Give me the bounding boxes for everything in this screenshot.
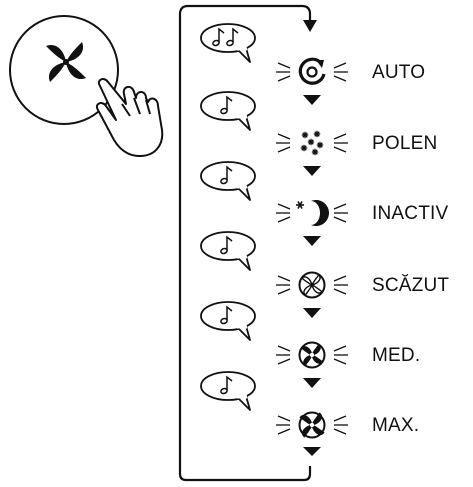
mode-row [200,161,348,246]
beep-bubble [200,161,256,201]
pressing-hand-icon [96,78,164,157]
music-note-icon [220,375,233,395]
mode-label: MAX. [372,415,420,436]
beep-bubble [200,91,256,131]
mode-label: MED. [372,345,421,366]
mode-label: AUTO [372,62,426,83]
fan-button[interactable] [9,15,119,125]
music-note-icon [220,305,233,325]
triangle-down-icon [303,95,321,105]
triangle-down-icon [303,447,321,456]
triangle-down-icon [303,236,321,246]
mode-row [200,301,348,388]
mode-row [200,91,348,176]
fan-max-icon [298,411,326,439]
mode-label: POLEN [372,133,438,154]
glow-lines [276,415,348,435]
beep-bubble [200,301,256,341]
triangle-down-icon [303,378,321,388]
music-note-icon [220,235,233,255]
fan-low-icon [298,271,326,299]
glow-lines [276,345,348,365]
beep-bubble [200,23,256,63]
beep-bubble [200,371,256,411]
sleep-mode-icon [296,200,329,226]
music-note-icon [212,27,225,47]
music-note-icon [220,95,233,115]
music-note-icon [220,165,233,185]
mode-row [200,371,348,456]
fan-button-icon [46,42,86,82]
fan-medium-icon [298,341,326,369]
glow-lines [276,62,348,82]
music-note-icon [226,27,239,47]
triangle-down-icon [303,308,321,318]
pollen-mode-icon [300,130,324,156]
glow-lines [276,133,348,153]
mode-label: INACTIV [372,203,449,224]
glow-lines [276,275,348,295]
triangle-down-icon [303,166,321,176]
mode-row [200,231,348,318]
loop-arrow-icon [178,4,317,482]
mode-label: SCĂZUT [372,275,450,296]
beep-bubble [200,231,256,271]
auto-mode-icon [298,57,326,85]
glow-lines [276,203,348,223]
mode-row [200,23,348,105]
